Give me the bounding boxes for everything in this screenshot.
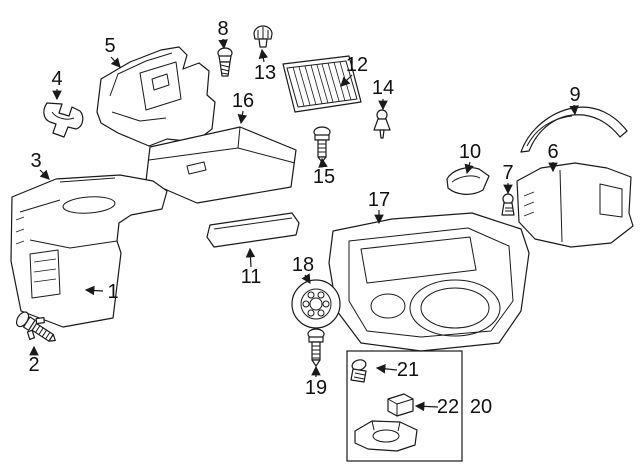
callout-14: 14 bbox=[372, 77, 394, 99]
leader-12 bbox=[340, 74, 353, 87]
part-17-trunk-tub bbox=[328, 212, 530, 352]
callout-15: 15 bbox=[313, 166, 335, 188]
leader-21 bbox=[375, 364, 398, 374]
callout-21: 21 bbox=[397, 359, 419, 381]
part-20-bracket bbox=[354, 420, 418, 452]
leader-3 bbox=[39, 169, 50, 180]
part-7-clip bbox=[501, 193, 515, 216]
callout-13: 13 bbox=[254, 62, 276, 84]
leader-9 bbox=[569, 104, 579, 116]
part-9-trim-strip bbox=[520, 106, 628, 153]
callout-16: 16 bbox=[232, 90, 254, 112]
part-2-wing-bolt bbox=[15, 311, 56, 342]
part-22-connector bbox=[387, 393, 414, 417]
callout-20: 20 bbox=[470, 396, 492, 418]
callout-11: 11 bbox=[241, 266, 262, 288]
part-18-retainer-disc bbox=[291, 279, 341, 329]
callout-8: 8 bbox=[217, 18, 228, 40]
leader-10 bbox=[464, 161, 474, 175]
part-4-bracket bbox=[43, 102, 84, 138]
part-15-bolt bbox=[313, 126, 331, 163]
leader-18 bbox=[301, 273, 311, 285]
part-10-bracket bbox=[446, 167, 490, 195]
part-3-trunk-front-panel bbox=[10, 174, 168, 328]
callout-9: 9 bbox=[569, 84, 580, 106]
callout-10: 10 bbox=[459, 141, 481, 163]
callout-6: 6 bbox=[547, 141, 558, 163]
part-21-clip bbox=[350, 359, 367, 383]
callout-5: 5 bbox=[104, 35, 115, 57]
part-11-sill-strip bbox=[206, 212, 300, 248]
callout-1: 1 bbox=[107, 281, 118, 303]
part-8-fastener bbox=[217, 47, 233, 77]
part-6-quarter-trim-panel bbox=[516, 162, 634, 248]
callout-7: 7 bbox=[502, 162, 513, 184]
leader-5 bbox=[110, 56, 121, 68]
part-19-bolt bbox=[307, 328, 325, 367]
leader-13 bbox=[258, 48, 269, 63]
part-14-clip bbox=[373, 109, 391, 139]
part-13-push-pin bbox=[253, 25, 273, 48]
callout-4: 4 bbox=[51, 68, 62, 90]
callout-17: 17 bbox=[368, 189, 390, 211]
callout-22: 22 bbox=[437, 396, 459, 418]
callout-2: 2 bbox=[28, 354, 39, 376]
leader-8 bbox=[218, 38, 228, 50]
part-12-vent-grille bbox=[282, 55, 362, 113]
leader-15 bbox=[318, 157, 328, 168]
leader-16 bbox=[237, 110, 248, 125]
leader-11 bbox=[245, 247, 256, 268]
callout-12: 12 bbox=[346, 54, 368, 76]
callout-3: 3 bbox=[30, 150, 41, 172]
part-20-hardware-kit-box bbox=[346, 350, 463, 462]
callout-19: 19 bbox=[305, 377, 327, 399]
leader-22 bbox=[414, 401, 439, 412]
callout-18: 18 bbox=[292, 254, 314, 276]
part-5-quarter-trim-panel bbox=[96, 46, 216, 147]
leader-1 bbox=[84, 285, 104, 296]
